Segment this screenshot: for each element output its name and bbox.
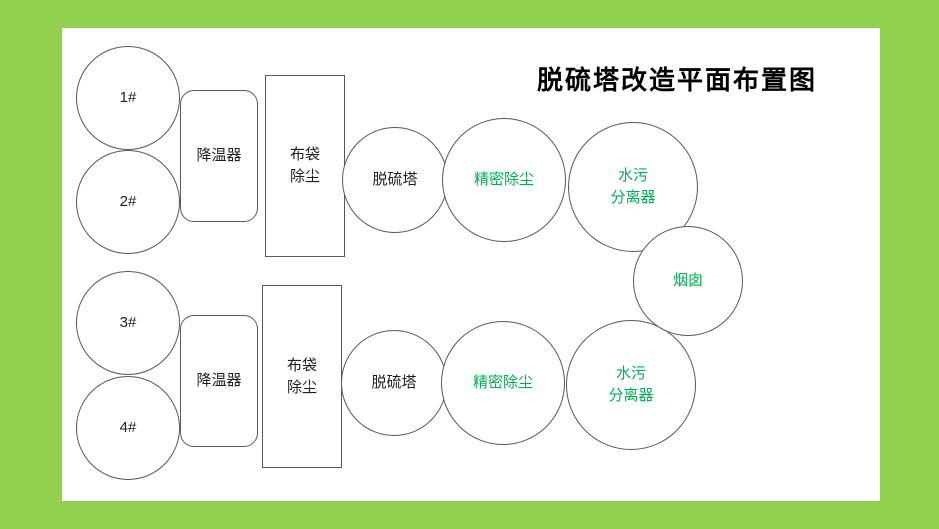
cooler-top-box: 降温器 (180, 90, 258, 222)
bag-filter-top-box: 布袋 除尘 (265, 75, 345, 257)
diagram-canvas: 脱硫塔改造平面布置图 1# 2# 降温器 布袋 除尘 脱硫塔 精密除尘 水污 分… (62, 28, 880, 501)
boiler-unit-2-circle: 2# (76, 150, 180, 254)
precision-dust-collector-bottom-circle: 精密除尘 (441, 321, 565, 445)
desulfurization-tower-bottom-circle: 脱硫塔 (341, 330, 447, 436)
bag-filter-bottom-box: 布袋 除尘 (262, 285, 342, 468)
water-separator-bottom-circle: 水污 分离器 (566, 320, 696, 450)
desulfurization-tower-top-circle: 脱硫塔 (342, 127, 448, 233)
water-separator-top-circle: 水污 分离器 (568, 122, 698, 252)
diagram-title: 脱硫塔改造平面布置图 (536, 65, 817, 95)
chimney-circle: 烟囱 (633, 226, 743, 336)
boiler-unit-3-circle: 3# (76, 271, 180, 375)
boiler-unit-1-circle: 1# (76, 46, 180, 150)
boiler-unit-4-circle: 4# (76, 376, 180, 480)
precision-dust-collector-top-circle: 精密除尘 (442, 118, 566, 242)
cooler-bottom-box: 降温器 (180, 315, 258, 447)
